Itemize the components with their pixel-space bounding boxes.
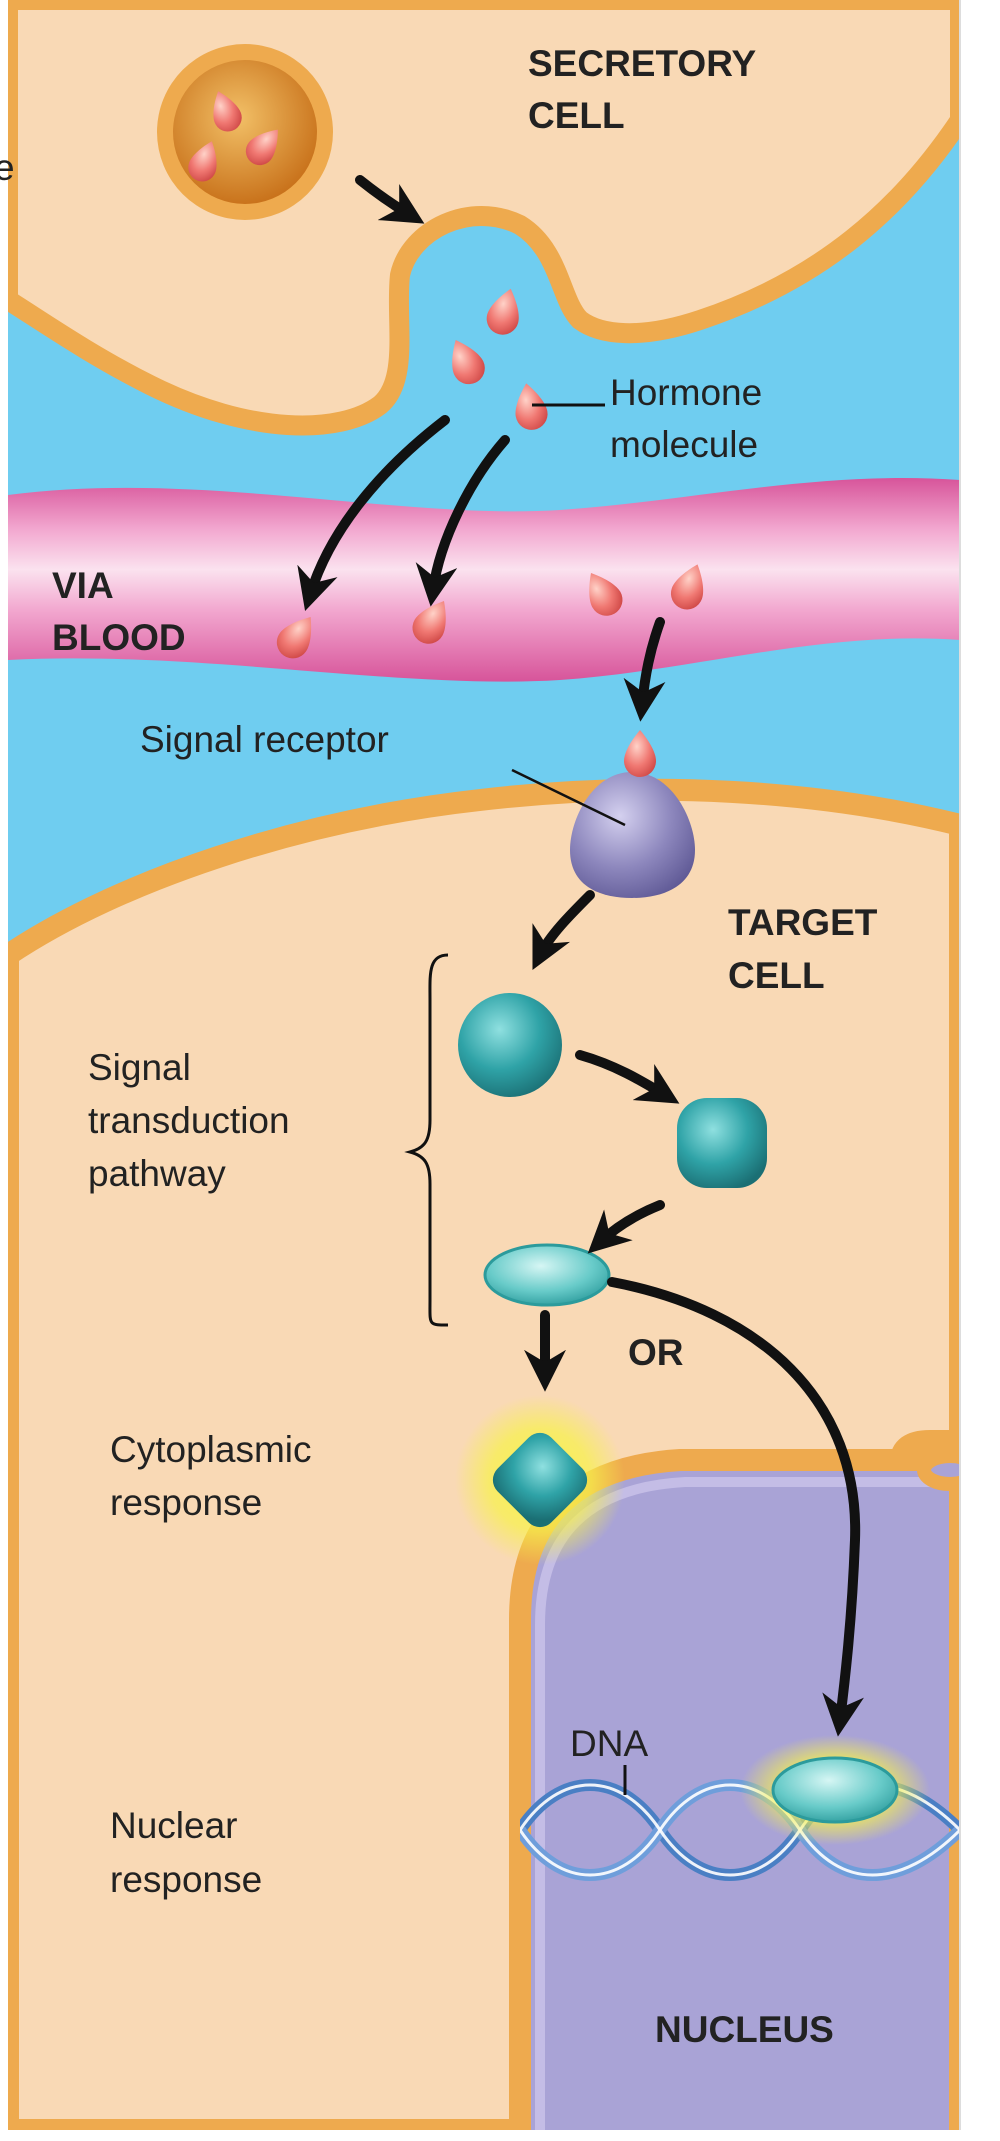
- hormone-molecule-label-line2: molecule: [610, 424, 758, 465]
- or-label: OR: [628, 1332, 684, 1373]
- nuclear-response-protein: [740, 1735, 930, 1845]
- blood-vessel: [8, 477, 960, 682]
- bound-hormone: [624, 730, 656, 777]
- signal-receptor-label: Signal receptor: [140, 719, 389, 760]
- hormone-molecule: [188, 141, 217, 182]
- target-cell-label: TARGET CELL: [728, 902, 888, 996]
- arrow-vesicle-exocytosis: [355, 175, 425, 224]
- nuclear-response-label-line2: response: [110, 1859, 262, 1900]
- hormone-molecule: [452, 340, 485, 385]
- arrow-to-blood-2: [415, 435, 510, 607]
- pathway-brace: [404, 953, 449, 1327]
- arrow-receptor-to-relay1: [532, 890, 595, 971]
- target-cell-label-line2: CELL: [728, 955, 825, 996]
- hormone-molecule: [276, 616, 312, 659]
- hormone-molecules: [188, 91, 704, 659]
- nuclear-response-label-line1: Nuclear: [110, 1805, 238, 1846]
- hormone-molecule: [486, 288, 519, 335]
- arrows: [297, 175, 864, 1737]
- cytoplasmic-response-label-line2: response: [110, 1482, 262, 1523]
- hormone-molecule: [213, 91, 242, 132]
- nuclear-pore: [890, 1430, 960, 1463]
- hormone-molecule: [245, 129, 278, 166]
- cytoplasmic-response-protein: [455, 1395, 625, 1565]
- relay-protein-square: [677, 1098, 767, 1188]
- arrow-relay1-to-relay2: [575, 1050, 680, 1104]
- hormone-molecule-label-line1: Hormone: [610, 372, 762, 413]
- via-blood-label-line1: VIA: [52, 565, 113, 606]
- cytoplasmic-response-label: Cytoplasmic response: [110, 1429, 322, 1523]
- secretory-cell-label-line1: SECRETORY: [528, 43, 757, 84]
- hormone-molecule: [412, 600, 446, 644]
- arrow-to-receptor: [623, 617, 666, 722]
- target-cell-label-line1: TARGET: [728, 902, 878, 943]
- relay-protein-sphere: [458, 993, 562, 1097]
- relay-protein-oval: [483, 1243, 611, 1307]
- dna-label: DNA: [570, 1723, 648, 1764]
- hormone-molecule: [670, 564, 704, 610]
- hormone-molecule: [515, 383, 548, 430]
- arrow-to-blood-1: [297, 415, 450, 612]
- arrow-to-nuclear-response: [607, 1277, 864, 1737]
- hormone-molecule-label: Hormone molecule: [610, 372, 772, 465]
- secretory-cell-label: SECRETORY CELL: [528, 43, 766, 136]
- arrow-relay2-to-relay3: [587, 1200, 665, 1254]
- signal-receptor: [570, 730, 695, 898]
- edge-fragment-text: e: [0, 147, 15, 188]
- secretory-vesicle: [157, 44, 333, 220]
- via-blood-label-line2: BLOOD: [52, 617, 186, 658]
- via-blood-label: VIA BLOOD: [52, 565, 186, 658]
- hormone-molecule: [589, 572, 623, 616]
- cytoplasmic-response-label-line1: Cytoplasmic: [110, 1429, 312, 1470]
- receptor-label-leader: [511, 768, 626, 827]
- signal-transduction-label-line1: Signal: [88, 1047, 191, 1088]
- nuclear-response-label: Nuclear response: [110, 1805, 262, 1900]
- nucleus-label: NUCLEUS: [655, 2009, 834, 2050]
- secretory-cell-label-line2: CELL: [528, 95, 625, 136]
- signal-transduction-label: Signal transduction pathway: [88, 1047, 300, 1194]
- signal-transduction-label-line2: transduction: [88, 1100, 290, 1141]
- signal-transduction-label-line3: pathway: [88, 1153, 226, 1194]
